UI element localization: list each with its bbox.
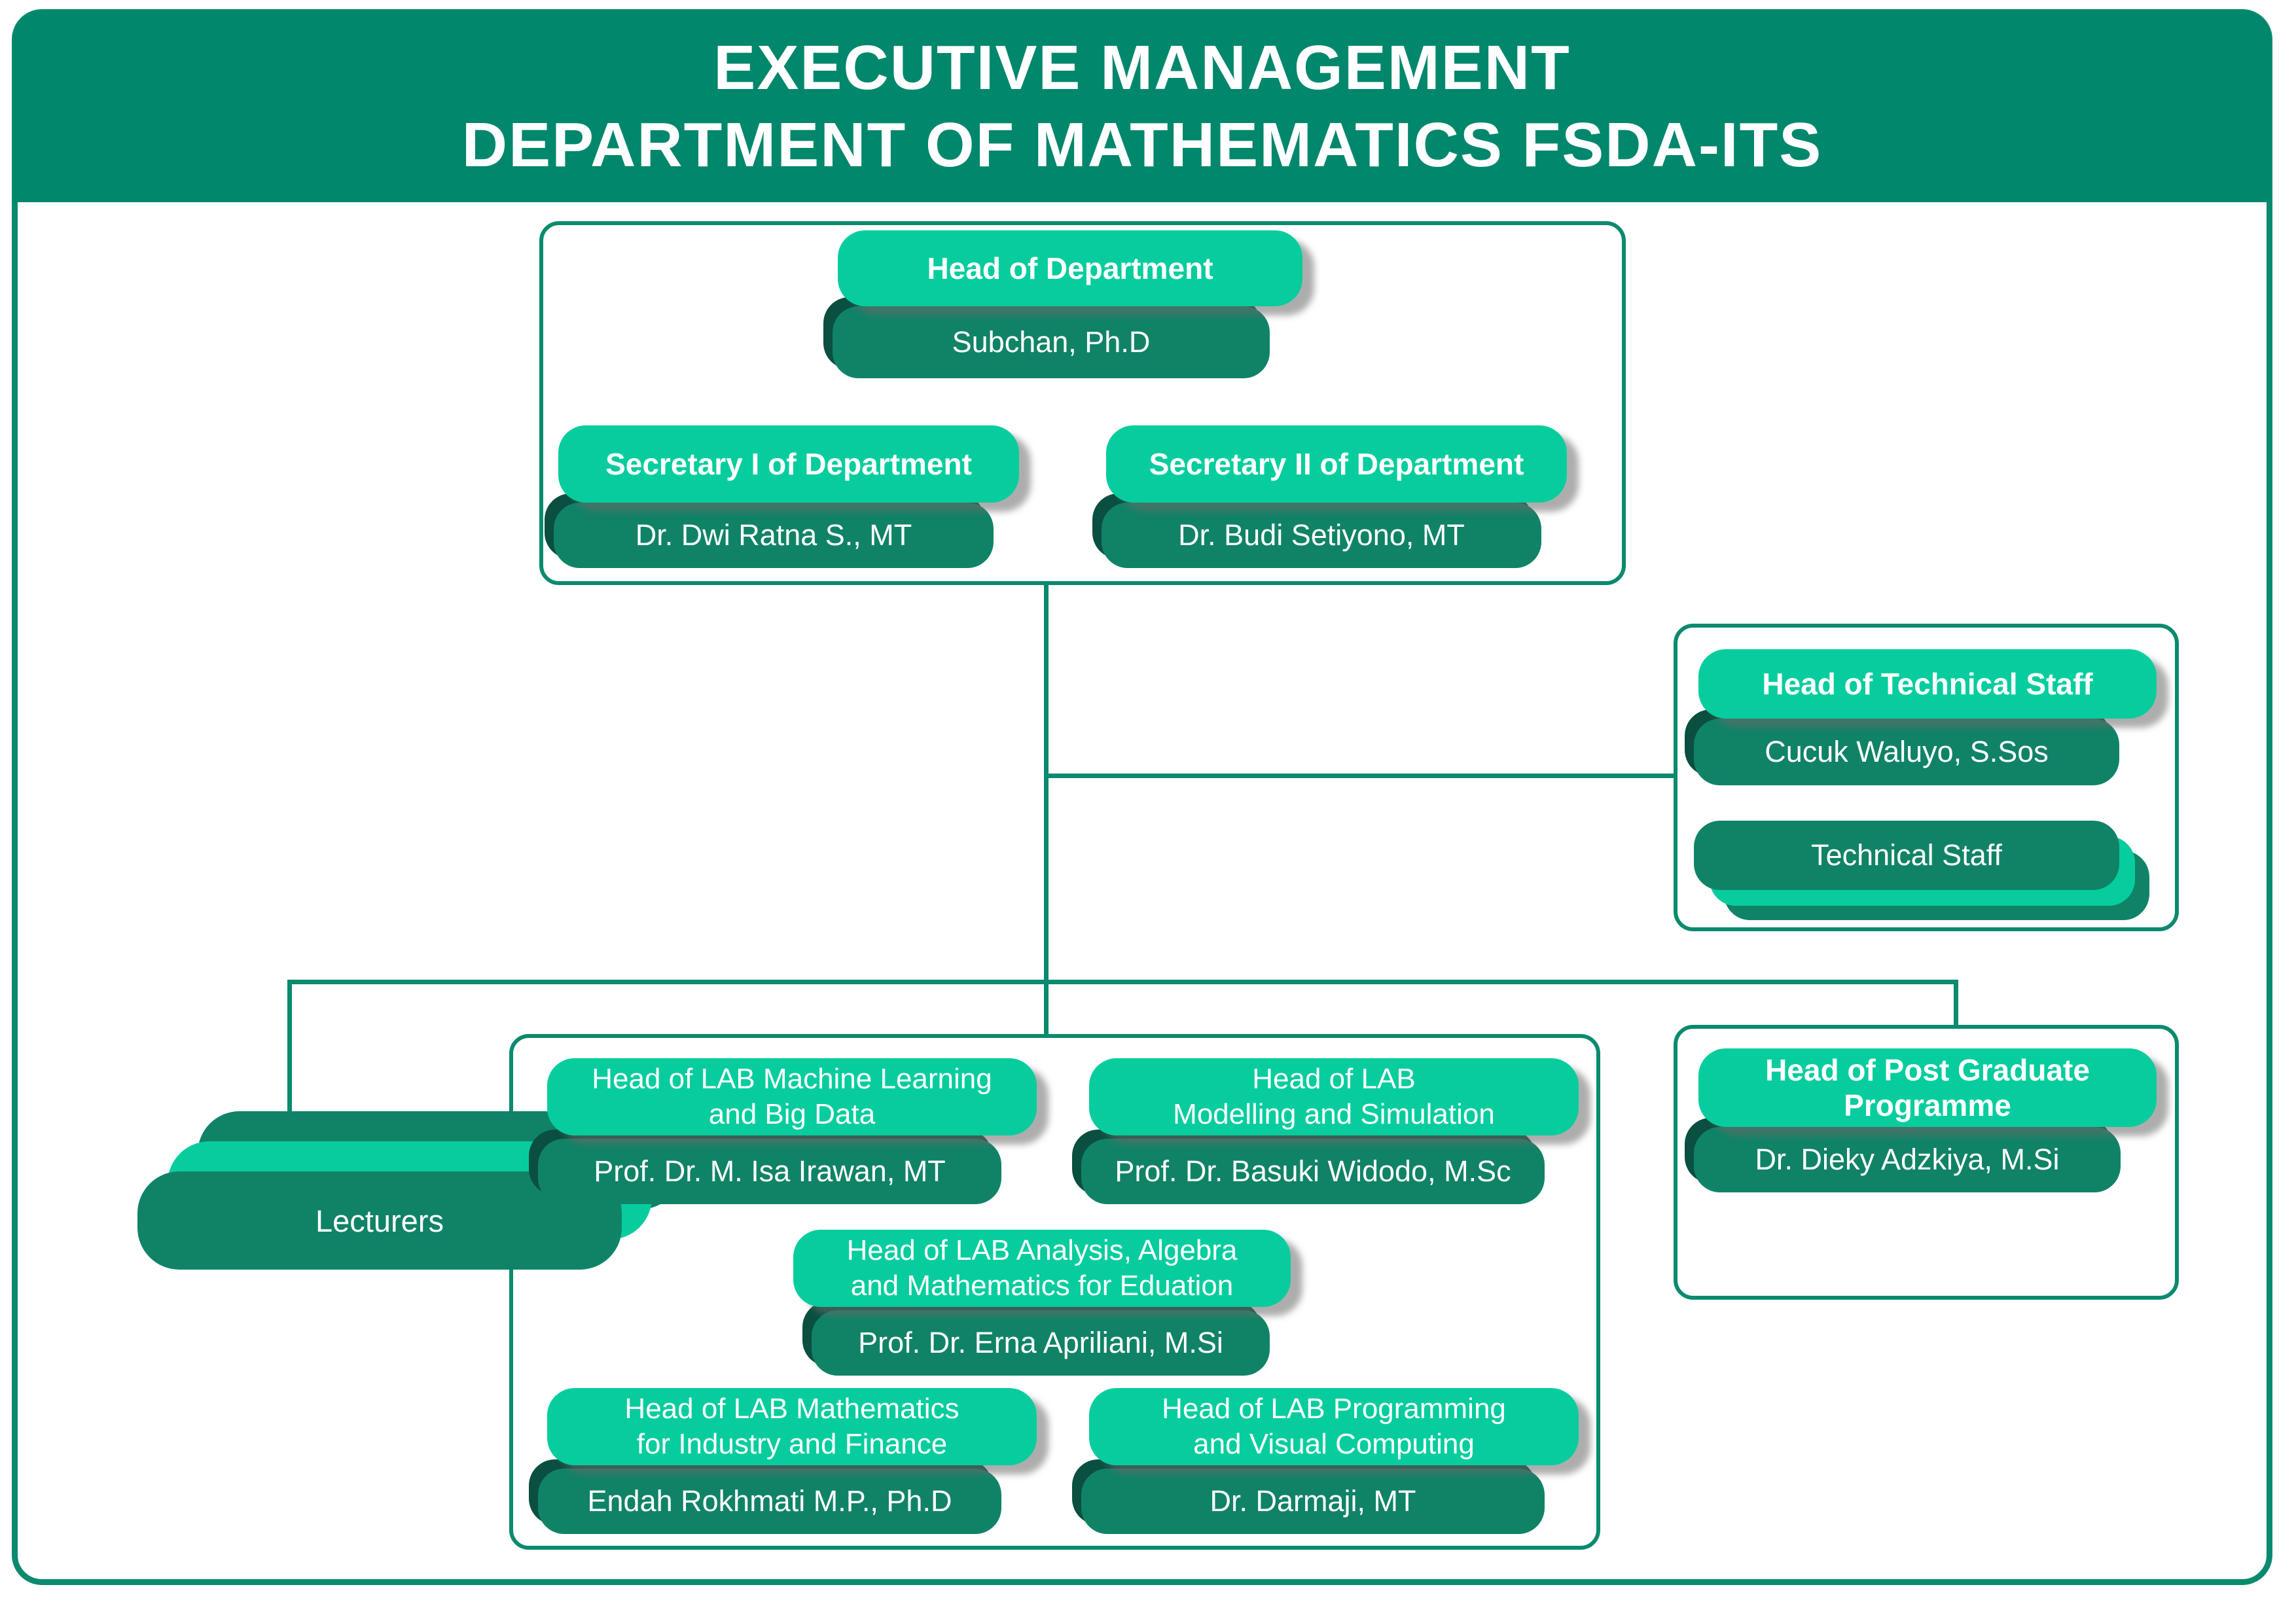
connector-lecturers-drop — [287, 980, 292, 1115]
lab-programming-role-line1: Head of LAB Programming — [1162, 1393, 1506, 1425]
lab-industry-finance-role-line1: Head of LAB Mathematics — [624, 1393, 960, 1425]
secretary1-name-card: Dr. Dwi Ratna S., MT — [554, 503, 994, 568]
postgraduate-role-line2: Programme — [1844, 1088, 2011, 1122]
lab-industry-finance-name-card: Endah Rokhmati M.P., Ph.D — [538, 1469, 1001, 1534]
head-of-department-role-card: Head of Department — [838, 230, 1302, 306]
head-of-technical-staff-name-card: Cucuk Waluyo, S.Sos — [1694, 719, 2119, 785]
lab-programming-role-card: Head of LAB Programming and Visual Compu… — [1089, 1388, 1579, 1465]
lab-modelling-role-line2: Modelling and Simulation — [1173, 1098, 1495, 1130]
lab-analysis-role-card: Head of LAB Analysis, Algebra and Mathem… — [793, 1230, 1291, 1307]
lab-analysis-role-line2: and Mathematics for Eduation — [850, 1270, 1234, 1302]
lab-machine-learning-role-card: Head of LAB Machine Learning and Big Dat… — [547, 1058, 1037, 1135]
lab-analysis-role-line1: Head of LAB Analysis, Algebra — [846, 1234, 1238, 1266]
header-banner: EXECUTIVE MANAGEMENT DEPARTMENT OF MATHE… — [14, 11, 2270, 202]
lab-programming-role-line2: and Visual Computing — [1193, 1428, 1475, 1460]
banner-title-line1: EXECUTIVE MANAGEMENT — [713, 33, 1571, 103]
connector-main-vertical — [1044, 584, 1049, 982]
connector-wide-horizontal — [287, 980, 1958, 984]
connector-labs-drop — [1044, 980, 1049, 1037]
secretary2-role-card: Secretary II of Department — [1106, 425, 1567, 503]
secretary1-role-card: Secretary I of Department — [558, 425, 1019, 503]
connector-postgraduate-drop — [1954, 980, 1958, 1028]
lab-machine-learning-name-card: Prof. Dr. M. Isa Irawan, MT — [538, 1139, 1001, 1204]
secretary2-name-card: Dr. Budi Setiyono, MT — [1102, 503, 1541, 568]
lab-analysis-name-card: Prof. Dr. Erna Apriliani, M.Si — [812, 1310, 1270, 1376]
lab-modelling-name-card: Prof. Dr. Basuki Widodo, M.Sc — [1081, 1139, 1545, 1204]
head-of-technical-staff-role-card: Head of Technical Staff — [1698, 649, 2157, 719]
postgraduate-role-card: Head of Post Graduate Programme — [1698, 1048, 2157, 1127]
technical-staff-card: Technical Staff — [1694, 821, 2119, 890]
postgraduate-role-line1: Head of Post Graduate — [1765, 1053, 2090, 1087]
lab-industry-finance-role-card: Head of LAB Mathematics for Industry and… — [547, 1388, 1037, 1465]
connector-technical-branch — [1046, 774, 1675, 778]
banner-title-line2: DEPARTMENT OF MATHEMATICS FSDA-ITS — [461, 110, 1823, 180]
lab-programming-name-card: Dr. Darmaji, MT — [1081, 1469, 1545, 1534]
lab-modelling-role-line1: Head of LAB — [1252, 1063, 1416, 1095]
lab-modelling-role-card: Head of LAB Modelling and Simulation — [1089, 1058, 1579, 1135]
head-of-department-name-card: Subchan, Ph.D — [833, 306, 1270, 378]
postgraduate-name-card: Dr. Dieky Adzkiya, M.Si — [1694, 1127, 2121, 1192]
lab-machine-learning-role-line2: and Big Data — [708, 1098, 876, 1130]
lab-machine-learning-role-line1: Head of LAB Machine Learning — [592, 1063, 992, 1095]
lab-industry-finance-role-line2: for Industry and Finance — [636, 1428, 948, 1460]
